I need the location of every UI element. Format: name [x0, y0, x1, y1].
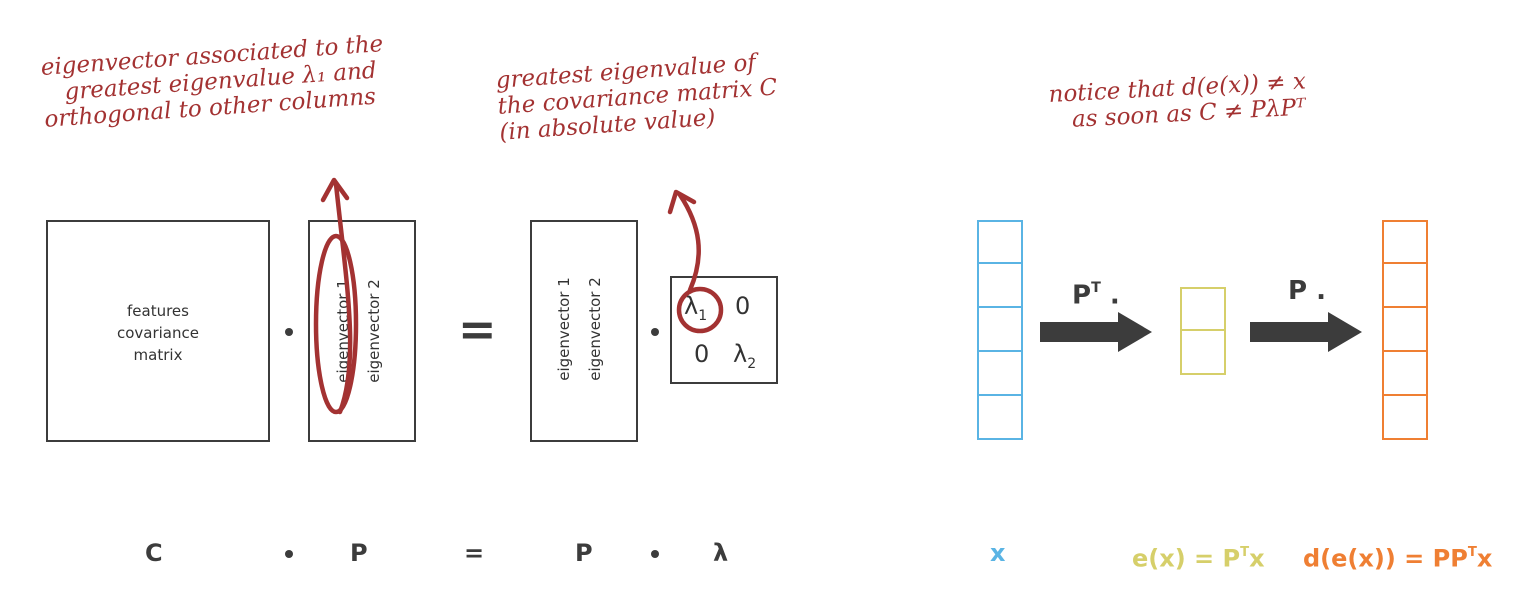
eigenvector-2-label-left: eigenvector 2: [365, 279, 383, 383]
decoded-vector-cell: [1382, 220, 1428, 264]
input-vector-cell: [977, 264, 1023, 308]
encode-arrow-shape: [1040, 312, 1152, 352]
decoded-vector-cell: [1382, 396, 1428, 440]
encoded-vector-cell: [1180, 287, 1226, 331]
input-vector-cell: [977, 352, 1023, 396]
covariance-label-line1: features: [127, 302, 189, 320]
decoded-vector: [1382, 220, 1428, 440]
decode-arrow-shape: [1250, 312, 1362, 352]
input-vector-cell: [977, 396, 1023, 440]
zero-top-right: 0: [735, 292, 751, 320]
encode-arrow-label-dot: .: [1100, 280, 1120, 311]
multiply-dot-1: [285, 328, 293, 336]
eigenvector-arrow-head: [320, 177, 350, 203]
decoded-vector-cell: [1382, 308, 1428, 352]
eigenvector-annotation: eigenvector associated to the greatest e…: [40, 31, 388, 133]
formula-dot-2: [651, 550, 659, 558]
formula-equals: =: [464, 539, 485, 567]
decode-arrow: [1250, 312, 1362, 352]
legend-decoder-pre: d(e(x)) = PP: [1303, 544, 1468, 573]
encode-arrow-label-base: P: [1072, 280, 1092, 311]
encoded-vector-cell: [1180, 331, 1226, 375]
decoded-vector-cell: [1382, 352, 1428, 396]
formula-c: C: [145, 539, 163, 567]
input-vector-cell: [977, 308, 1023, 352]
legend-decoder: d(e(x)) = PPTx: [1303, 538, 1492, 574]
covariance-matrix-box: features covariance matrix: [46, 220, 270, 442]
reconstruction-annotation: notice that d(e(x)) ≠ x as soon as C ≠ P…: [1048, 69, 1308, 134]
legend-encoder-post: x: [1249, 544, 1265, 573]
formula-p-left: P: [350, 539, 368, 567]
multiply-dot-2: [651, 328, 659, 336]
eigenvector-1-label-left: eigenvector 1: [334, 279, 352, 383]
formula-dot-1: [285, 550, 293, 558]
lambda-2-symbol: λ: [733, 340, 748, 368]
formula-lambda: λ: [713, 539, 729, 567]
encode-arrow: [1040, 312, 1152, 352]
eigenvector-2-label-right: eigenvector 2: [586, 277, 604, 381]
input-vector-cell: [977, 220, 1023, 264]
eigenvalue-arrow-head: [667, 189, 697, 215]
lambda-1-subscript: 1: [698, 307, 708, 324]
covariance-label-line3: matrix: [133, 346, 183, 364]
legend-encoder-sup: T: [1240, 545, 1250, 560]
lambda-2-subscript: 2: [747, 355, 757, 372]
covariance-matrix-label: features covariance matrix: [48, 300, 268, 366]
eigenvector-1-label-right: eigenvector 1: [555, 277, 573, 381]
zero-bottom-left: 0: [694, 340, 710, 368]
legend-decoder-post: x: [1476, 544, 1493, 573]
covariance-label-line2: covariance: [116, 324, 199, 342]
legend-encoder-pre: e(x) = P: [1132, 544, 1241, 573]
lambda-2: λ2: [733, 340, 756, 372]
encode-arrow-label: PT .: [1072, 273, 1120, 310]
lambda-1-symbol: λ: [684, 292, 699, 320]
input-vector: [977, 220, 1023, 440]
legend-decoder-sup: T: [1467, 545, 1477, 560]
legend-x: x: [990, 539, 1006, 567]
decode-arrow-label: P .: [1288, 276, 1326, 306]
encode-arrow-label-sup: T: [1091, 280, 1101, 296]
eigenvector-matrix-box-left: [308, 220, 416, 442]
decoded-vector-cell: [1382, 264, 1428, 308]
eigenvector-matrix-box-right: [530, 220, 638, 442]
eigenvalue-annotation: greatest eigenvalue of the covariance ma…: [495, 48, 780, 146]
encoded-vector: [1180, 287, 1226, 375]
equals-sign: =: [458, 302, 497, 356]
eigenvalue-matrix-box: [670, 276, 778, 384]
lambda-1: λ1: [684, 292, 707, 324]
formula-p-right: P: [575, 539, 593, 567]
legend-encoder: e(x) = PTx: [1132, 538, 1265, 574]
